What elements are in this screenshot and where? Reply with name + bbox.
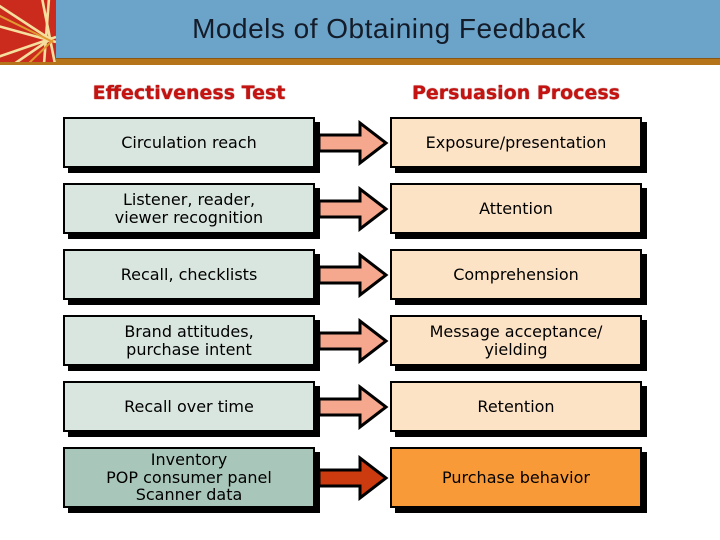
persuasion-box-comprehension: Comprehension xyxy=(390,249,642,300)
persuasion-box-exposure: Exposure/presentation xyxy=(390,117,642,168)
persuasion-box-message-acceptance: Message acceptance/ yielding xyxy=(390,315,642,366)
title-bar: Models of Obtaining Feedback xyxy=(0,0,720,58)
accent-divider xyxy=(0,58,720,65)
effectiveness-box-brand-attitudes: Brand attitudes, purchase intent xyxy=(63,315,315,366)
persuasion-box-retention: Retention xyxy=(390,381,642,432)
effectiveness-box-inventory: Inventory POP consumer panel Scanner dat… xyxy=(63,447,315,508)
right-arrow-icon xyxy=(317,185,389,232)
flow-row-6: Inventory POP consumer panel Scanner dat… xyxy=(0,447,720,508)
persuasion-box-attention: Attention xyxy=(390,183,642,234)
starburst-logo-icon xyxy=(0,0,56,62)
flow-row-3: Recall, checklists Comprehension xyxy=(0,249,720,300)
right-arrow-icon xyxy=(317,317,389,364)
effectiveness-box-circulation-reach: Circulation reach xyxy=(63,117,315,168)
right-arrow-icon xyxy=(317,383,389,430)
column-header-effectiveness-test: Effectiveness Test xyxy=(92,82,286,104)
persuasion-box-purchase-behavior: Purchase behavior xyxy=(390,447,642,508)
flow-row-4: Brand attitudes, purchase intent Message… xyxy=(0,315,720,366)
flow-row-5: Recall over time Retention xyxy=(0,381,720,432)
column-header-persuasion-process: Persuasion Process xyxy=(412,82,620,104)
flow-row-1: Circulation reach Exposure/presentation xyxy=(0,117,720,168)
slide-title: Models of Obtaining Feedback xyxy=(192,13,586,44)
right-arrow-icon xyxy=(317,119,389,166)
effectiveness-box-recognition: Listener, reader, viewer recognition xyxy=(63,183,315,234)
effectiveness-box-recall-over-time: Recall over time xyxy=(63,381,315,432)
right-arrow-icon xyxy=(317,251,389,298)
flow-row-2: Listener, reader, viewer recognition Att… xyxy=(0,183,720,234)
effectiveness-box-recall-checklists: Recall, checklists xyxy=(63,249,315,300)
right-arrow-icon xyxy=(317,454,389,501)
